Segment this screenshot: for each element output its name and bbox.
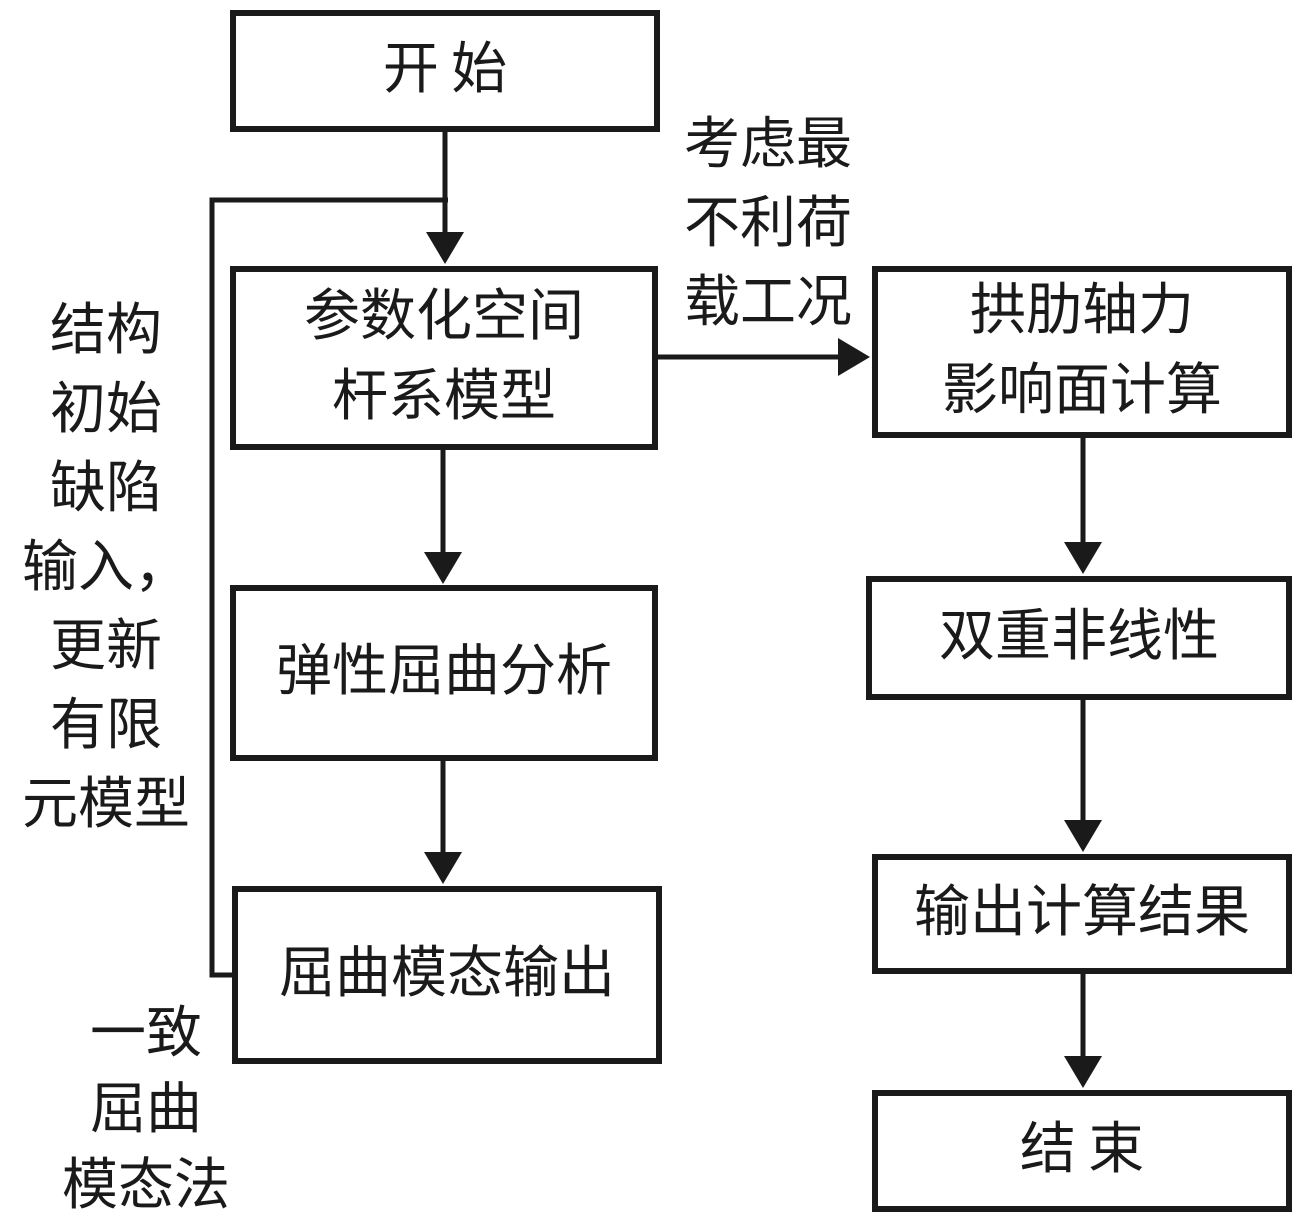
annotation-line: 模态法 bbox=[62, 1155, 230, 1217]
box-label-line: 拱肋轴力 bbox=[970, 280, 1194, 343]
flow-box-elastic-buckling: 弹性屈曲分析 bbox=[230, 585, 658, 761]
box-label-line: 影响面计算 bbox=[942, 360, 1222, 422]
flow-box-double-nonlinearity: 双重非线性 bbox=[866, 576, 1292, 700]
arrowhead-param-to-elastic bbox=[424, 552, 462, 584]
box-label-line: 弹性屈曲分析 bbox=[276, 641, 612, 704]
flow-box-buckling-mode-output: 屈曲模态输出 bbox=[232, 886, 662, 1064]
arrowhead-nonlinear-to-results bbox=[1064, 820, 1102, 852]
annotation-consistent-buckling-mode: 一致 屈曲 模态法 bbox=[32, 996, 260, 1224]
flow-box-start: 开始 bbox=[230, 10, 660, 132]
annotation-line: 屈曲 bbox=[90, 1079, 202, 1141]
arrowhead-results-to-end bbox=[1064, 1056, 1102, 1088]
annotation-initial-imperfection: 结构 初始 缺陷 输入， 更新 有限 元模型 bbox=[0, 292, 212, 845]
flow-box-output-results: 输出计算结果 bbox=[872, 854, 1292, 974]
arrowhead-param-to-archrib bbox=[838, 338, 870, 376]
annotation-line: 更新 bbox=[50, 616, 162, 678]
box-label-line: 屈曲模态输出 bbox=[279, 943, 615, 1006]
annotation-line: 元模型 bbox=[22, 774, 190, 836]
flow-box-end: 结束 bbox=[872, 1090, 1292, 1212]
annotation-line: 结构 bbox=[50, 300, 162, 362]
annotation-line: 缺陷 bbox=[50, 458, 162, 520]
box-label-line: 双重非线性 bbox=[939, 606, 1219, 669]
arrowhead-elastic-to-output bbox=[424, 852, 462, 884]
annotation-line: 一致 bbox=[90, 1003, 202, 1065]
box-label-line: 开始 bbox=[382, 39, 520, 102]
annotation-line: 不利荷 bbox=[684, 193, 852, 255]
box-label-line: 参数化空间 bbox=[304, 286, 584, 349]
arrowhead-archrib-to-nonlinear bbox=[1064, 542, 1102, 574]
annotation-line: 有限 bbox=[50, 695, 162, 757]
box-label-line: 杆系模型 bbox=[332, 366, 556, 428]
annotation-worst-load-case: 考虑最 不利荷 载工况 bbox=[662, 106, 874, 343]
box-label-line: 输出计算结果 bbox=[914, 882, 1250, 945]
annotation-line: 考虑最 bbox=[684, 114, 852, 176]
feedback-loop-line bbox=[209, 197, 448, 978]
annotation-line: 载工况 bbox=[684, 272, 852, 334]
flow-box-param-model: 参数化空间 杆系模型 bbox=[230, 266, 658, 450]
box-label-line: 结束 bbox=[1019, 1119, 1157, 1182]
annotation-line: 输入， bbox=[22, 537, 190, 599]
annotation-line: 初始 bbox=[50, 379, 162, 441]
arrowhead-start-to-param bbox=[426, 232, 464, 264]
flow-box-arch-rib-influence: 拱肋轴力 影响面计算 bbox=[872, 266, 1292, 438]
